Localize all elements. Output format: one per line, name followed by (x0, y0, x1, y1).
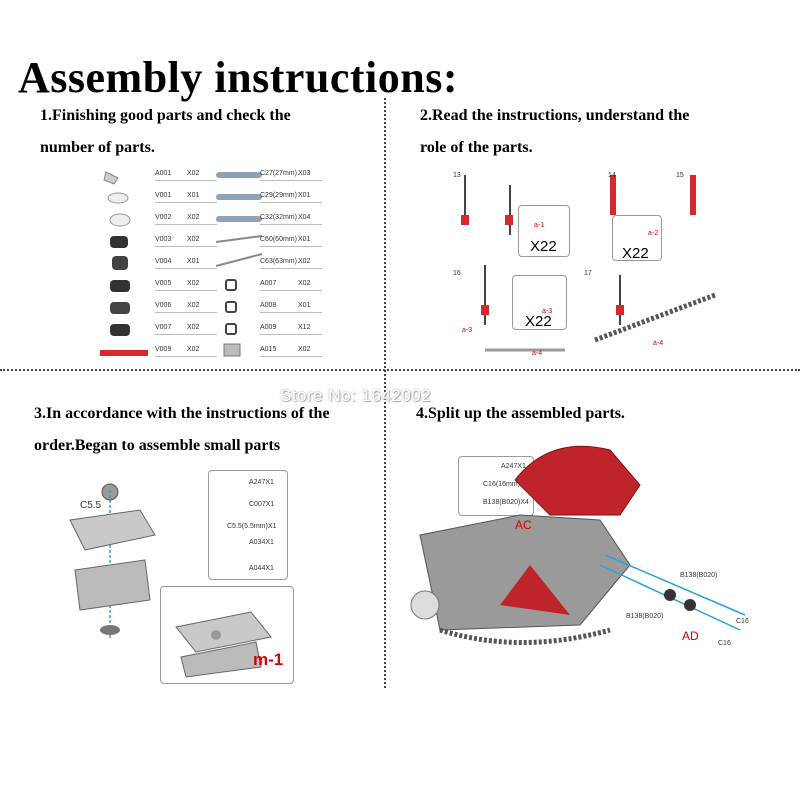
panel-number: 17 (584, 270, 592, 277)
x22-box (518, 205, 570, 257)
callout-label: a-4 (653, 340, 664, 347)
c55-label: C5.5 (80, 500, 102, 511)
step-2-title: 2.Read the instructions, understand the … (420, 107, 690, 156)
ad-label: AD (682, 629, 699, 643)
bracket-assembled-icon (175, 611, 272, 678)
ac-label: AC (515, 518, 532, 532)
motorcycle-model-icon (410, 445, 746, 645)
part-icons-left (100, 171, 148, 356)
panel-number: 13 (453, 172, 461, 179)
callout-label: a-4 (532, 350, 543, 357)
bracket-exploded-icon (69, 483, 156, 640)
assembly-diagram-icon (461, 175, 716, 352)
store-watermark: Store No: 1642002 (280, 386, 432, 405)
parts-legend-box: A247X1 C007X1 C5.5(5.5mm)X1 A034X1 A044X… (208, 470, 288, 580)
step-4-title: 4.Split up the assembled parts. (416, 405, 625, 422)
callout-label: B138(B020) (680, 572, 718, 579)
x22-box (512, 275, 567, 330)
callout-label: a-2 (648, 230, 659, 237)
panel-number: 15 (676, 172, 684, 179)
x22-label: X22 (525, 313, 552, 330)
horizontal-divider (0, 369, 800, 371)
x22-label: X22 (530, 238, 557, 255)
vertical-divider (384, 98, 386, 688)
page-title: Assembly instructions: (18, 53, 459, 102)
callout-label: C16 (736, 618, 749, 625)
callout-label: a-3 (462, 327, 473, 334)
part-icons-right (215, 172, 263, 357)
m1-result-box (160, 586, 294, 684)
x22-label: X22 (622, 245, 649, 262)
step-1-title: 1.Finishing good parts and check the num… (40, 107, 291, 156)
callout-label: a-1 (534, 222, 545, 229)
m1-label: m-1 (253, 650, 284, 669)
step-3-title: 3.In accordance with the instructions of… (34, 405, 330, 454)
callout-label: a-3 (542, 308, 553, 315)
callout-label: B138(B020) (626, 613, 664, 620)
panel-number: 16 (453, 270, 461, 277)
callout-label: C16 (718, 640, 731, 647)
x22-box (612, 215, 662, 261)
panel-number: 14 (608, 172, 616, 179)
